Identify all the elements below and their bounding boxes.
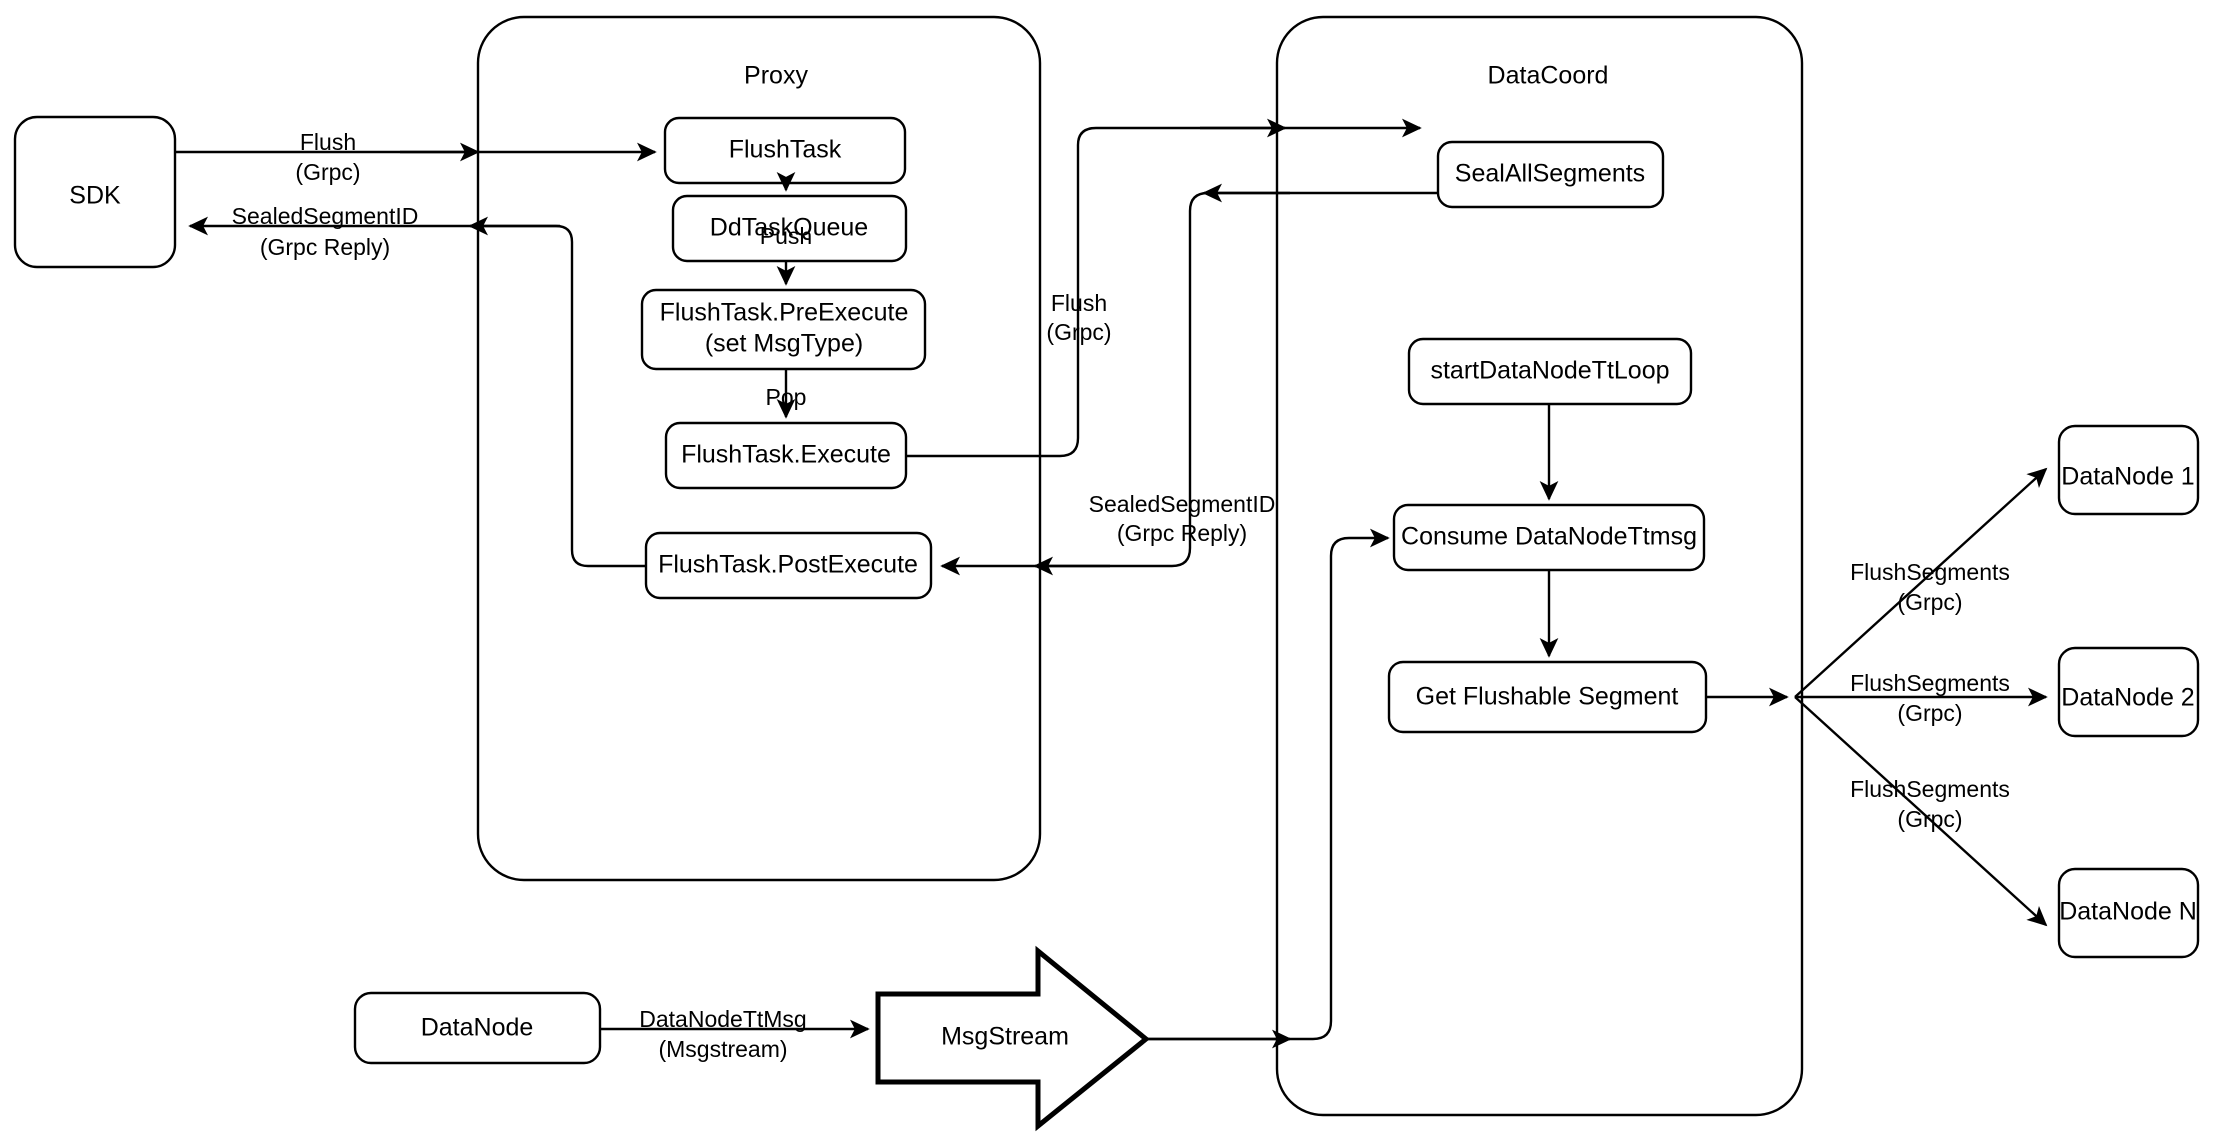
- node-flush-task-postexecute-label: FlushTask.PostExecute: [658, 551, 918, 579]
- node-datanode-1-label: DataNode 1: [2061, 463, 2194, 491]
- edge-proxy-to-sdk: [188, 216, 646, 568]
- edge-label-flushsegments-2-line2: (Grpc): [1897, 700, 1962, 726]
- edge-label-flushsegments-n-line2: (Grpc): [1897, 806, 1962, 832]
- edge-label-flushsegments-2-line1: FlushSegments: [1850, 670, 2010, 696]
- node-flush-task-preexecute-label-line2: (set MsgType): [705, 330, 863, 358]
- edge-msgstream-to-consume: [1146, 528, 1390, 1041]
- edge-hub-to-datanode-1: [1794, 467, 2048, 698]
- node-flush-task-label: FlushTask: [729, 136, 842, 164]
- node-dd-task-queue[interactable]: [671, 194, 908, 263]
- node-datanode-source-label: DataNode: [421, 1014, 534, 1042]
- node-datanode-1[interactable]: [2057, 424, 2200, 516]
- node-sdk-label: SDK: [69, 182, 121, 210]
- node-datanode-n[interactable]: [2057, 867, 2200, 959]
- edge-label-flushsegments-n-line1: FlushSegments: [1850, 776, 2010, 802]
- edge-label-sealedsegmentid-reply-line2: (Grpc Reply): [260, 234, 390, 260]
- node-seal-all-segments-label: SealAllSegments: [1455, 160, 1645, 188]
- edge-label-flushsegments-1-line2: (Grpc): [1897, 589, 1962, 615]
- node-consume-datanode-ttmsg-label: Consume DataNodeTtmsg: [1401, 523, 1697, 551]
- node-datanode-2[interactable]: [2057, 646, 2200, 738]
- edge-label-sealedsegmentid-reply-line1: SealedSegmentID: [232, 203, 419, 229]
- edge-label-push: Push: [760, 223, 812, 249]
- edge-label-sealedsegmentid-to-proxy-line2: (Grpc Reply): [1117, 520, 1247, 546]
- node-start-datanode-ttloop-label: startDataNodeTtLoop: [1430, 357, 1669, 385]
- node-sdk[interactable]: [13, 115, 177, 269]
- edge-label-flush-grpc-line1: Flush: [300, 129, 356, 155]
- edge-label-flush-to-datacoord-line2: (Grpc): [1046, 319, 1111, 345]
- node-get-flushable-segment-label: Get Flushable Segment: [1416, 683, 1679, 711]
- edge-datacoord-to-proxy: [940, 191, 1438, 576]
- group-datacoord-label: DataCoord: [1488, 62, 1609, 90]
- edge-hub-to-datanode-n: [1794, 696, 2048, 927]
- edge-execute-to-datacoord: [906, 118, 1422, 458]
- edge-label-flush-grpc-line2: (Grpc): [295, 159, 360, 185]
- node-datanode-2-label: DataNode 2: [2061, 684, 2194, 712]
- node-datanode-n-label: DataNode N: [2059, 898, 2197, 926]
- node-msgstream[interactable]: [875, 945, 1150, 1132]
- edge-label-flushsegments-1-line1: FlushSegments: [1850, 559, 2010, 585]
- node-seal-all-segments[interactable]: [1436, 140, 1665, 209]
- node-flush-task-preexecute[interactable]: [640, 288, 927, 371]
- group-proxy-label: Proxy: [744, 62, 808, 90]
- node-flush-task-preexecute-label-line1: FlushTask.PreExecute: [660, 299, 909, 327]
- edge-label-flush-to-datacoord-line1: Flush: [1051, 290, 1107, 316]
- edge-label-datanodettmsg-line1: DataNodeTtMsg: [639, 1006, 806, 1032]
- group-proxy: [476, 15, 1042, 882]
- group-datacoord: [1275, 15, 1804, 1117]
- node-msgstream-label: MsgStream: [941, 1023, 1069, 1051]
- node-dd-task-queue-label: DdTaskQueue: [710, 214, 868, 242]
- edge-label-sealedsegmentid-to-proxy-line1: SealedSegmentID: [1089, 491, 1276, 517]
- edge-label-datanodettmsg-line2: (Msgstream): [658, 1036, 787, 1062]
- node-flush-task-execute-label: FlushTask.Execute: [681, 441, 891, 469]
